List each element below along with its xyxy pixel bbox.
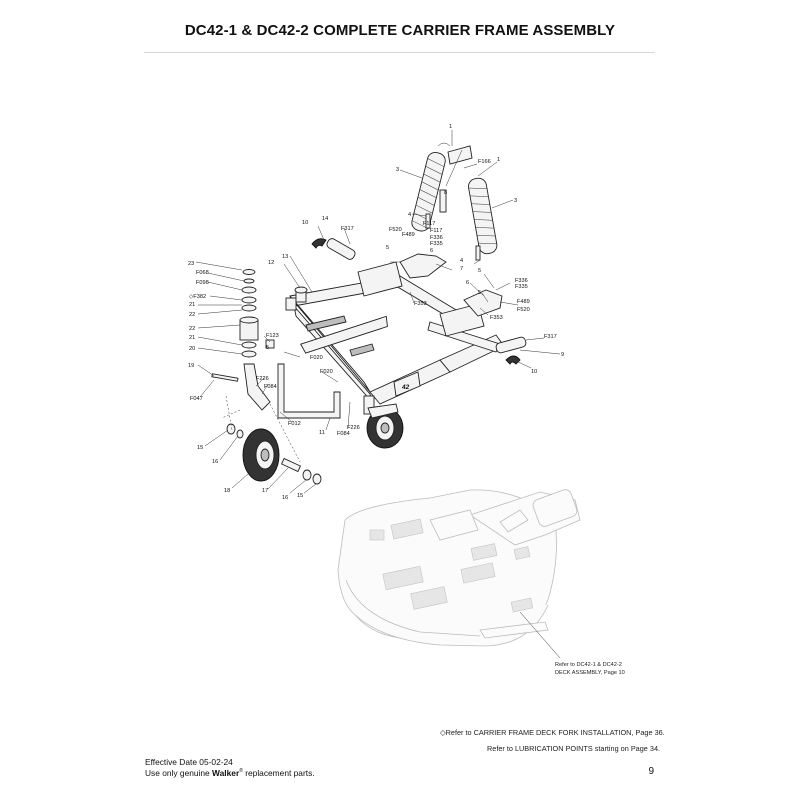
footer-text: replacement parts.	[242, 768, 315, 778]
effective-date: Effective Date 05-02-24	[145, 757, 233, 767]
rear-wheel-assembly	[211, 269, 341, 485]
callout-label: F226	[256, 376, 269, 382]
callout-label: 5	[386, 245, 389, 251]
callout-label: 16	[212, 459, 218, 465]
callout-label: ◇F382	[189, 294, 206, 300]
callout-labels: 1 3 8 F166 1 3 4 F117 F117 F520 F489 F33…	[188, 124, 564, 501]
callout-label: F098	[196, 280, 209, 286]
callout-label: 15	[197, 445, 203, 451]
callout-label: F336	[430, 235, 443, 241]
callout-label: 6	[466, 280, 469, 286]
callout-label: F012	[288, 421, 301, 427]
carrier-frame: 42	[285, 261, 505, 449]
deck-fork-note: ◇Refer to CARRIER FRAME DECK FORK INSTAL…	[440, 728, 665, 737]
callout-label: F520	[389, 227, 402, 233]
callout-label: F123	[266, 333, 279, 339]
callout-label: 16	[282, 495, 288, 501]
callout-label: F047	[190, 396, 203, 402]
callout-label: 22	[189, 312, 195, 318]
callout-label: 23	[188, 261, 194, 267]
callout-label: 3	[396, 167, 399, 173]
callout-label: F117	[423, 221, 435, 227]
callout-label: 13	[282, 254, 288, 260]
registered-mark: ®	[239, 768, 243, 775]
callout-label: 17	[262, 488, 268, 494]
callout-label: 5	[266, 345, 269, 351]
leader-lines	[195, 130, 561, 494]
callout-label: 7	[460, 266, 463, 272]
callout-label: F068	[196, 270, 209, 276]
callout-label: 9	[561, 352, 564, 358]
callout-label: 22	[189, 326, 195, 332]
callout-label: F520	[517, 307, 530, 313]
callout-label: F166	[478, 159, 491, 165]
callout-label: F489	[402, 232, 415, 238]
callout-label: 4	[460, 258, 463, 264]
brand-name: Walker	[212, 768, 240, 778]
callout-label: F117	[430, 228, 442, 234]
callout-label: F084	[337, 431, 350, 437]
callout-label: 10	[302, 220, 308, 226]
title-divider	[144, 52, 655, 53]
callout-label: 11	[319, 430, 325, 436]
footer-text: Use only genuine	[145, 768, 213, 778]
callout-label: F317	[341, 226, 354, 232]
callout-label: 6	[430, 248, 433, 254]
callout-label: 18	[224, 488, 230, 494]
callout-label: 21	[189, 302, 195, 308]
callout-label: 1	[449, 124, 452, 130]
callout-label: F353	[490, 315, 503, 321]
callout-label: F335	[430, 241, 443, 247]
deck-assembly-reference: Refer to DC42-1 & DC42-2 DECK ASSEMBLY, …	[555, 661, 625, 677]
callout-label: F020	[310, 355, 323, 361]
page-number: 9	[648, 766, 654, 777]
page-title: DC42-1 & DC42-2 COMPLETE CARRIER FRAME A…	[184, 22, 616, 39]
callout-label: 12	[268, 260, 274, 266]
callout-label: F084	[264, 384, 277, 390]
callout-label: 10	[531, 369, 537, 375]
callout-label: 15	[297, 493, 303, 499]
callout-label: F489	[517, 299, 530, 305]
callout-label: 5	[478, 268, 481, 274]
callout-label: F020	[320, 369, 333, 375]
genuine-parts-line: Use only genuine Walker® replacement par…	[145, 768, 315, 778]
callout-label: F336	[515, 278, 528, 284]
deck-reference-line: DECK ASSEMBLY, Page 10	[555, 670, 625, 676]
callout-label: 8	[444, 190, 447, 196]
callout-label: 4	[408, 212, 411, 218]
callout-label: 19	[188, 363, 194, 369]
callout-label: 14	[322, 216, 328, 222]
callout-label: F226	[347, 425, 360, 431]
callout-label: 21	[189, 335, 195, 341]
callout-label: 5	[478, 290, 481, 296]
deck-reference-line: Refer to DC42-1 & DC42-2	[555, 662, 622, 668]
lubrication-note: Refer to LUBRICATION POINTS starting on …	[487, 744, 661, 753]
callout-label: 20	[189, 346, 195, 352]
frame-badge: 42	[401, 384, 410, 391]
callout-label: 1	[497, 157, 500, 163]
callout-label: F353	[414, 301, 427, 307]
callout-label: 3	[514, 198, 517, 204]
callout-label: F317	[544, 334, 557, 340]
callout-label: F335	[515, 284, 528, 290]
deck-assembly-ghost	[337, 489, 581, 659]
